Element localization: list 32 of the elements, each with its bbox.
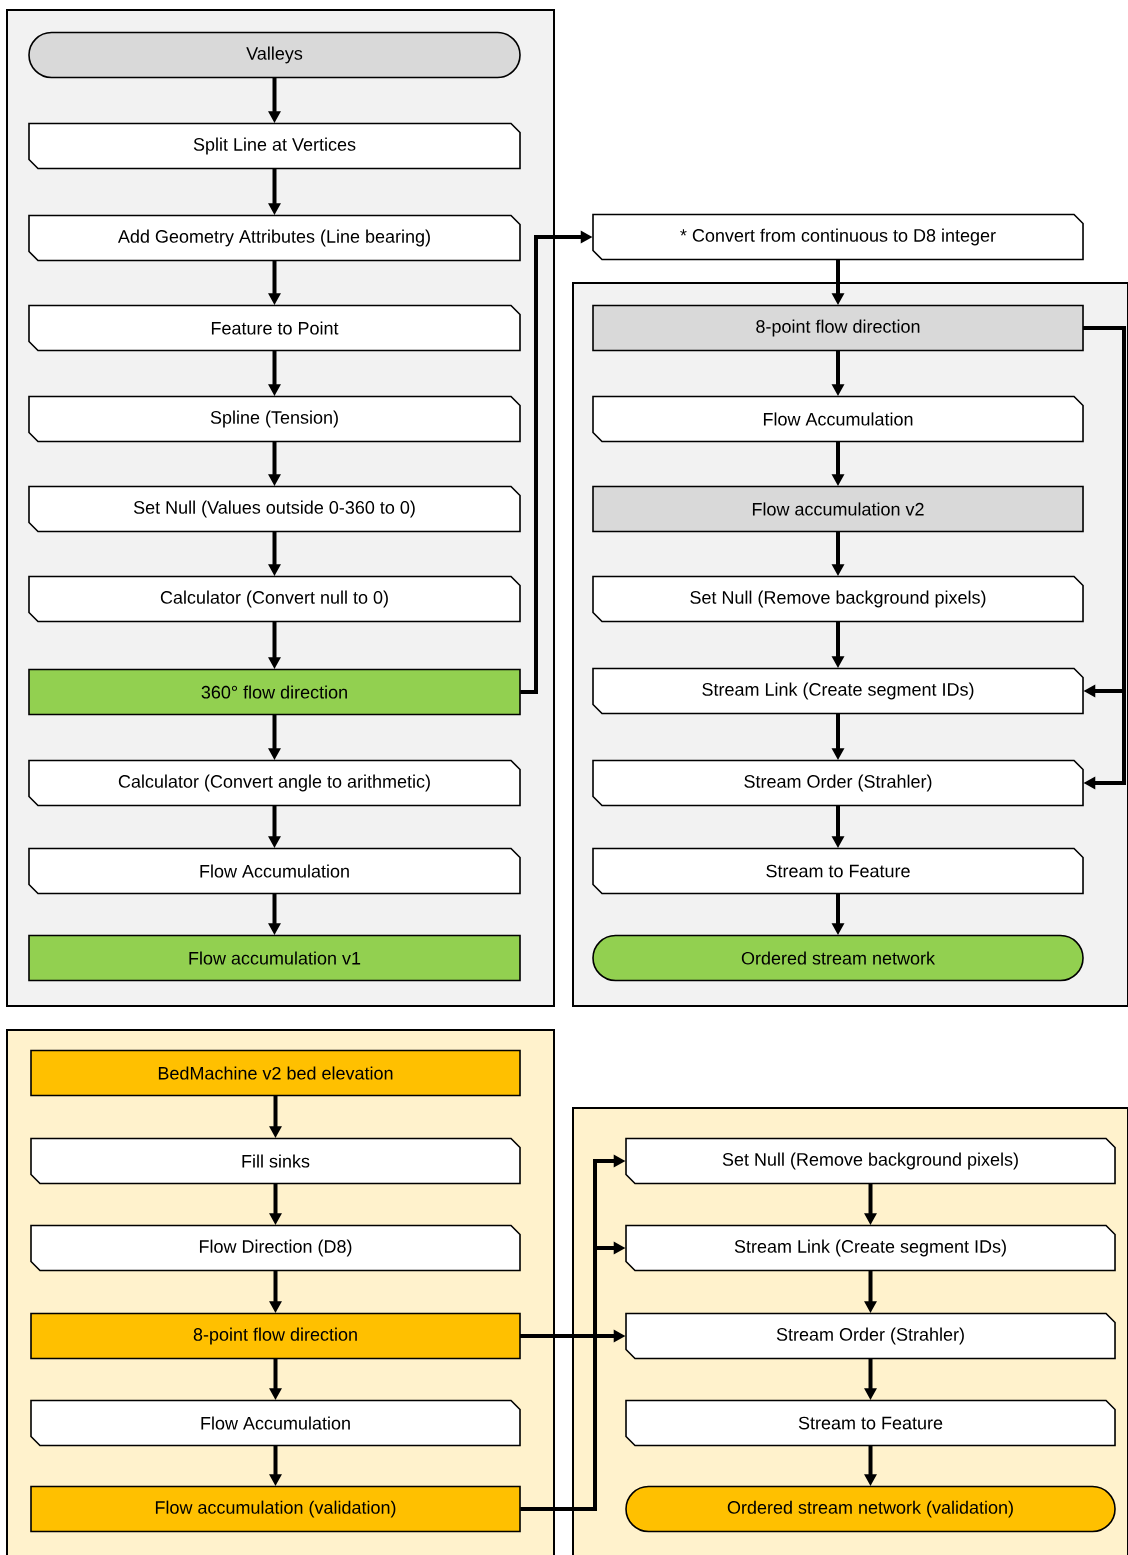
process-box: Stream Link (Create segment IDs) bbox=[625, 1224, 1116, 1272]
process-box: Flow Direction (D8) bbox=[30, 1224, 521, 1272]
terminal-box: Valleys bbox=[28, 31, 521, 79]
process-box: Fill sinks bbox=[30, 1137, 521, 1185]
data-box: Flow accumulation v2 bbox=[592, 485, 1084, 533]
terminal-box: Ordered stream network bbox=[592, 934, 1084, 982]
process-box: Stream to Feature bbox=[592, 847, 1084, 895]
process-box: Stream to Feature bbox=[625, 1399, 1116, 1447]
process-box: * Convert from continuous to D8 integer bbox=[592, 213, 1084, 261]
process-box: Flow Accumulation bbox=[30, 1399, 521, 1447]
data-box: 8-point flow direction bbox=[592, 304, 1084, 352]
terminal-box: Ordered stream network (validation) bbox=[625, 1485, 1116, 1533]
process-box: Add Geometry Attributes (Line bearing) bbox=[28, 214, 521, 262]
process-box: Feature to Point bbox=[28, 304, 521, 352]
data-box: Flow accumulation v1 bbox=[28, 934, 521, 982]
process-box: Calculator (Convert null to 0) bbox=[28, 575, 521, 623]
process-box: Calculator (Convert angle to arithmetic) bbox=[28, 759, 521, 807]
process-box: Set Null (Remove background pixels) bbox=[592, 575, 1084, 623]
process-box: Set Null (Remove background pixels) bbox=[625, 1137, 1116, 1185]
data-box: BedMachine v2 bed elevation bbox=[30, 1049, 521, 1097]
process-box: Stream Link (Create segment IDs) bbox=[592, 667, 1084, 715]
process-box: Split Line at Vertices bbox=[28, 122, 521, 170]
process-box: Flow Accumulation bbox=[28, 847, 521, 895]
process-box: Stream Order (Strahler) bbox=[592, 759, 1084, 807]
process-box: Set Null (Values outside 0-360 to 0) bbox=[28, 485, 521, 533]
arrow bbox=[1083, 326, 1126, 790]
data-box: 8-point flow direction bbox=[30, 1312, 521, 1360]
process-box: Flow Accumulation bbox=[592, 395, 1084, 443]
data-box: 360° flow direction bbox=[28, 668, 521, 716]
process-box: Stream Order (Strahler) bbox=[625, 1312, 1116, 1360]
process-box: Spline (Tension) bbox=[28, 395, 521, 443]
data-box: Flow accumulation (validation) bbox=[30, 1485, 521, 1533]
